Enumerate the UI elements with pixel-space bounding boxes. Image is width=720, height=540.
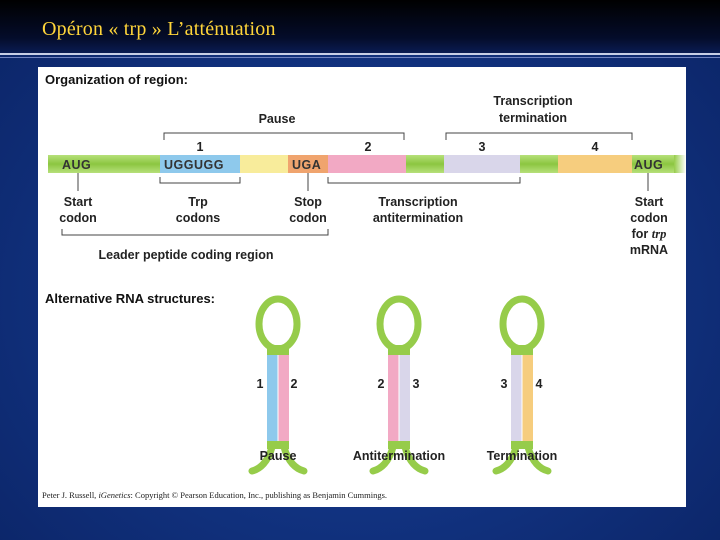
- termination-bracket: [445, 132, 633, 140]
- bar-segment-aug-end: [632, 155, 674, 173]
- aug-start-label: AUG: [62, 158, 91, 172]
- bar-segment-stop: [288, 155, 328, 173]
- bar-segment-region-3: [444, 155, 520, 173]
- hairpin-termination: [492, 295, 552, 475]
- hairpin-termination-right-number: 4: [536, 377, 543, 391]
- start-codon-label-2: codon: [59, 211, 97, 225]
- hairpin-termination-left-number: 3: [501, 377, 508, 391]
- antitermination-label-1: Transcription: [378, 195, 457, 209]
- pause-bracket-label: Pause: [259, 112, 296, 126]
- organization-heading: Organization of region:: [45, 72, 188, 87]
- leader-peptide-label: Leader peptide coding region: [98, 248, 273, 262]
- bar-segment-region-4: [558, 155, 632, 173]
- start-codon-label-1: Start: [64, 195, 93, 209]
- hairpin-pause-right-number: 2: [291, 377, 298, 391]
- trp-codons-label-2: codons: [176, 211, 220, 225]
- bar-segment-spacer-1: [406, 155, 444, 173]
- title-underline: [0, 53, 720, 55]
- antitermination-bracket: [327, 177, 521, 184]
- trp-codons-label-1: Trp: [188, 195, 208, 209]
- pause-bracket: [163, 132, 405, 140]
- title-bar: Opéron « trp » L’atténuation: [0, 0, 720, 54]
- trp-start-label-3: for trp: [632, 227, 667, 241]
- hairpin-pause-left-number: 1: [257, 377, 264, 391]
- hairpin-termination-label: Termination: [487, 449, 558, 463]
- hairpin-pause-label: Pause: [260, 449, 297, 463]
- alternatives-heading: Alternative RNA structures:: [45, 291, 215, 306]
- stop-codon-label-2: codon: [289, 211, 327, 225]
- region-number-4: 4: [592, 140, 599, 154]
- trp-start-label-1: Start: [635, 195, 664, 209]
- bar-segment-aug-start: [48, 155, 160, 173]
- trp-codons-bracket: [159, 177, 241, 184]
- trp-start-label-4: mRNA: [630, 243, 668, 257]
- bar-segment-region-2: [328, 155, 406, 173]
- aug-end-label: AUG: [634, 158, 663, 172]
- figure-panel: Organization of region: Pause Transcript…: [38, 67, 686, 507]
- leader-peptide-bracket: [61, 229, 329, 236]
- hairpin-antitermination-label: Antitermination: [353, 449, 445, 463]
- termination-bracket-label-1: Transcription: [493, 94, 572, 108]
- antitermination-label-2: antitermination: [373, 211, 463, 225]
- region-number-1: 1: [197, 140, 204, 154]
- figure-credit: Peter J. Russell, iGenetics: Copyright ©…: [42, 490, 387, 500]
- title-underline-thin: [0, 57, 720, 58]
- hairpin-antitermination-left-number: 2: [378, 377, 385, 391]
- attenuation-diagram: Organization of region: Pause Transcript…: [42, 72, 686, 500]
- bar-segment-pale: [240, 155, 288, 173]
- bar-segment-spacer-2: [520, 155, 558, 173]
- region-number-2: 2: [365, 140, 372, 154]
- hairpin-pause: [248, 295, 308, 475]
- trp-start-label-2: codon: [630, 211, 668, 225]
- bar-segment-fade: [674, 155, 686, 173]
- mrna-region-bar: [48, 155, 686, 173]
- region-number-3: 3: [479, 140, 486, 154]
- stop-codon-label-1: Stop: [294, 195, 322, 209]
- stop-codon-sequence: UGA: [292, 158, 321, 172]
- slide-title: Opéron « trp » L’atténuation: [42, 18, 276, 40]
- trp-codon-sequence: UGGUGG: [164, 158, 224, 172]
- termination-bracket-label-2: termination: [499, 111, 567, 125]
- hairpin-antitermination-right-number: 3: [413, 377, 420, 391]
- bar-segment-region-1: [160, 155, 240, 173]
- hairpin-antitermination: [369, 295, 429, 475]
